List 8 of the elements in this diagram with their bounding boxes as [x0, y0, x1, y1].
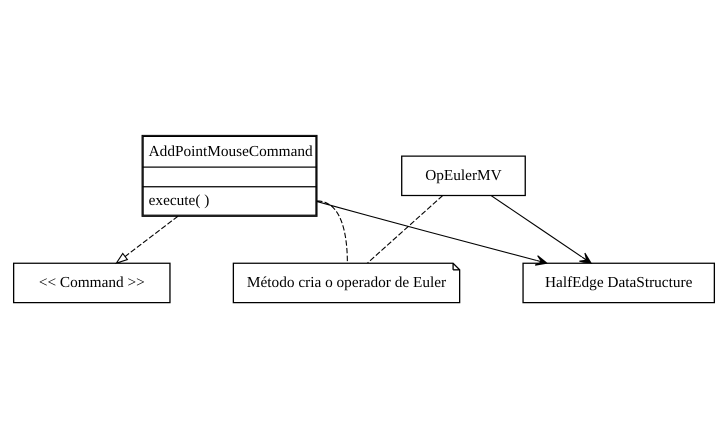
node-box: HalfEdge DataStructure [522, 262, 716, 304]
connector [316, 200, 348, 264]
node-box: OpEulerMV [401, 156, 526, 196]
arrow [316, 201, 548, 266]
arrow [115, 216, 178, 264]
node-box: << Command >> [12, 262, 171, 304]
arrow [490, 195, 592, 264]
connector [366, 195, 443, 264]
